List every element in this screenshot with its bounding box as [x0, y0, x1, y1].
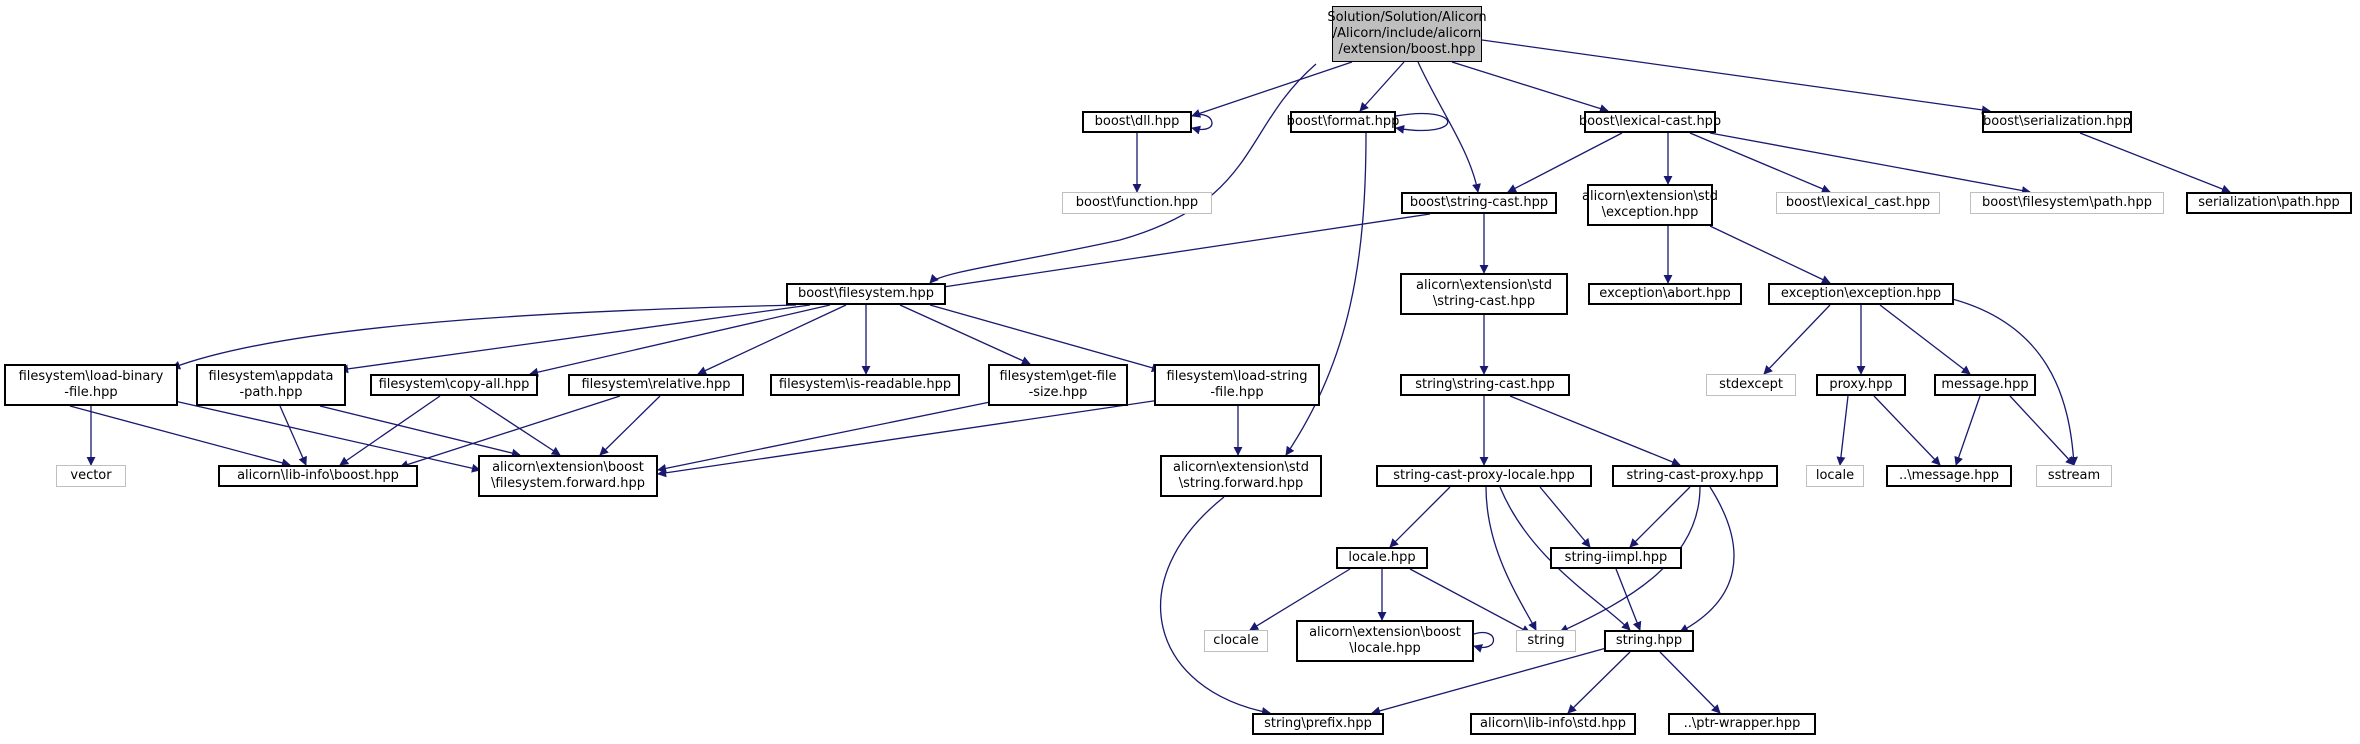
proxy-node[interactable]: proxy.hpp — [1816, 374, 1906, 396]
get-file-size-node[interactable]: filesystem\get-file -size.hpp — [988, 364, 1128, 406]
edge-format-self — [1395, 112, 1449, 134]
edge-exception-sstream — [1939, 295, 2078, 466]
edge-proxy-locale-string-hpp — [1499, 486, 1631, 631]
string-cast-node[interactable]: boost\string-cast.hpp — [1401, 192, 1557, 214]
edge-boost-locale-self — [1473, 631, 1495, 653]
edge-root-lexical — [1451, 61, 1609, 113]
edge-root-dll — [1191, 61, 1353, 118]
load-binary-file-node[interactable]: filesystem\load-binary -file.hpp — [4, 364, 178, 406]
string-string-cast-node[interactable]: string\string-cast.hpp — [1400, 374, 1570, 396]
ptr-wrapper-node[interactable]: ..\ptr-wrapper.hpp — [1668, 713, 1816, 735]
edge-copy-all-fs-forward — [469, 395, 561, 456]
edge-cast-proxy-string-hpp — [1679, 486, 1735, 633]
edge-string-cast-filesystem — [929, 213, 1431, 293]
edge-lexical-lexical-ext — [1689, 132, 1831, 194]
string-cast-proxy-locale-node[interactable]: string-cast-proxy-locale.hpp — [1376, 465, 1592, 487]
edge-fs-get-file-size — [899, 304, 1031, 365]
string-hpp-node[interactable]: string.hpp — [1604, 630, 1694, 652]
boost-filesystem-forward-node[interactable]: alicorn\extension\boost \filesystem.forw… — [478, 455, 658, 497]
edge-proxy-locale-locale-hpp — [1389, 486, 1451, 548]
edge-relative-libinfo — [399, 395, 621, 469]
exception-abort-node[interactable]: exception\abort.hpp — [1588, 283, 1742, 305]
edge-relative-fs-forward — [599, 395, 661, 456]
libinfo-boost-node[interactable]: alicorn\lib-info\boost.hpp — [218, 465, 418, 487]
load-string-file-node[interactable]: filesystem\load-string -file.hpp — [1154, 364, 1320, 406]
std-string-forward-node[interactable]: alicorn\extension\std \string.forward.hp… — [1160, 455, 1322, 497]
edge-root-format — [1359, 61, 1405, 112]
appdata-path-node[interactable]: filesystem\appdata -path.hpp — [196, 364, 346, 406]
edge-fs-copy-all — [529, 304, 831, 377]
std-exception-node[interactable]: alicorn\extension\std \exception.hpp — [1582, 184, 1718, 226]
stdexcept-external-node: stdexcept — [1706, 374, 1796, 396]
edge-cast-proxy-string — [1559, 486, 1701, 633]
edge-proxy-dot-message — [1873, 395, 1941, 466]
edge-proxy-locale-iimpl — [1539, 486, 1591, 548]
string-external-node: string — [1516, 630, 1576, 652]
edge-proxy-locale — [1836, 395, 1849, 466]
edge-locale-hpp-string — [1409, 568, 1531, 634]
locale-external-node: locale — [1806, 465, 1864, 487]
serialization-path-node[interactable]: serialization\path.hpp — [2186, 192, 2352, 214]
edge-string-hpp-prefix — [1371, 646, 1611, 716]
exception-exception-node[interactable]: exception\exception.hpp — [1768, 283, 1954, 305]
lexical-cast-external-node: boost\lexical_cast.hpp — [1776, 192, 1940, 214]
string-prefix-node[interactable]: string\prefix.hpp — [1252, 713, 1384, 735]
filesystem-node[interactable]: boost\filesystem.hpp — [786, 283, 946, 305]
edge-root-string-cast — [1417, 61, 1481, 193]
edge-proxy-locale-string — [1485, 486, 1537, 631]
edge-fs-load-binary — [171, 304, 797, 370]
dll-node[interactable]: boost\dll.hpp — [1082, 111, 1192, 133]
message-node[interactable]: message.hpp — [1934, 374, 2036, 396]
edge-string-hpp-libinfo-std — [1567, 651, 1631, 714]
edge-load-string-fs-forward — [657, 399, 1161, 478]
sstream-external-node: sstream — [2036, 465, 2112, 487]
edge-lexical-string-cast — [1507, 132, 1623, 193]
edge-fs-appdata — [339, 304, 811, 374]
edge-appdata-libinfo — [279, 405, 307, 466]
edge-std-exception-exception — [1709, 225, 1831, 284]
std-string-cast-node[interactable]: alicorn\extension\std \string-cast.hpp — [1400, 273, 1568, 315]
locale-hpp-node[interactable]: locale.hpp — [1336, 547, 1428, 569]
edge-lexical-fs-path — [1709, 132, 2031, 195]
relative-node[interactable]: filesystem\relative.hpp — [568, 374, 744, 396]
edge-iimpl-string-hpp — [1615, 568, 1642, 631]
libinfo-std-node[interactable]: alicorn\lib-info\std.hpp — [1470, 713, 1636, 735]
copy-all-node[interactable]: filesystem\copy-all.hpp — [370, 374, 538, 396]
edge-exception-stdexcept — [1763, 304, 1831, 375]
edge-locale-hpp-clocale — [1249, 568, 1351, 631]
serialization-node[interactable]: boost\serialization.hpp — [1982, 111, 2132, 133]
edge-serialization-path — [2079, 132, 2231, 194]
edge-root-filesystem — [929, 63, 1317, 284]
lexical-cast-node[interactable]: boost\lexical-cast.hpp — [1579, 111, 1721, 133]
edge-copy-all-libinfo — [339, 395, 441, 466]
is-readable-node[interactable]: filesystem\is-readable.hpp — [770, 374, 960, 396]
root-file-node: Solution/Solution/Alicorn /Alicorn/inclu… — [1327, 6, 1487, 62]
format-node[interactable]: boost\format.hpp — [1287, 111, 1399, 133]
edge-fs-load-string — [929, 304, 1161, 373]
edge-message-dot-message — [1954, 395, 1981, 466]
edge-string-forward-prefix — [1160, 496, 1271, 716]
vector-external-node: vector — [56, 465, 126, 487]
edge-string-cast-cast-proxy — [1509, 395, 1681, 467]
boost-locale-node[interactable]: alicorn\extension\boost \locale.hpp — [1296, 620, 1474, 662]
edge-format-string-forward — [1285, 132, 1367, 456]
edge-string-hpp-ptr-wrapper — [1659, 651, 1721, 714]
edge-root-serialization — [1481, 39, 1991, 115]
edge-load-binary-libinfo — [69, 405, 291, 468]
edge-get-file-size-fs-forward — [657, 399, 1001, 473]
edge-appdata-fs-forward — [319, 405, 521, 458]
edge-message-sstream — [2009, 395, 2075, 466]
edge-cast-proxy-iimpl — [1629, 486, 1691, 548]
filesystem-path-external-node: boost\filesystem\path.hpp — [1970, 192, 2164, 214]
edge-fs-relative — [697, 304, 847, 375]
function-external-node: boost\function.hpp — [1062, 192, 1212, 214]
edge-dll-self — [1191, 113, 1213, 135]
edge-load-binary-fs-forward — [169, 399, 481, 473]
edge-exception-message — [1879, 304, 1971, 375]
string-cast-proxy-node[interactable]: string-cast-proxy.hpp — [1612, 465, 1778, 487]
dot-message-node[interactable]: ..\message.hpp — [1886, 465, 2012, 487]
string-iimpl-node[interactable]: string-iimpl.hpp — [1550, 547, 1682, 569]
clocale-external-node: clocale — [1204, 630, 1268, 652]
